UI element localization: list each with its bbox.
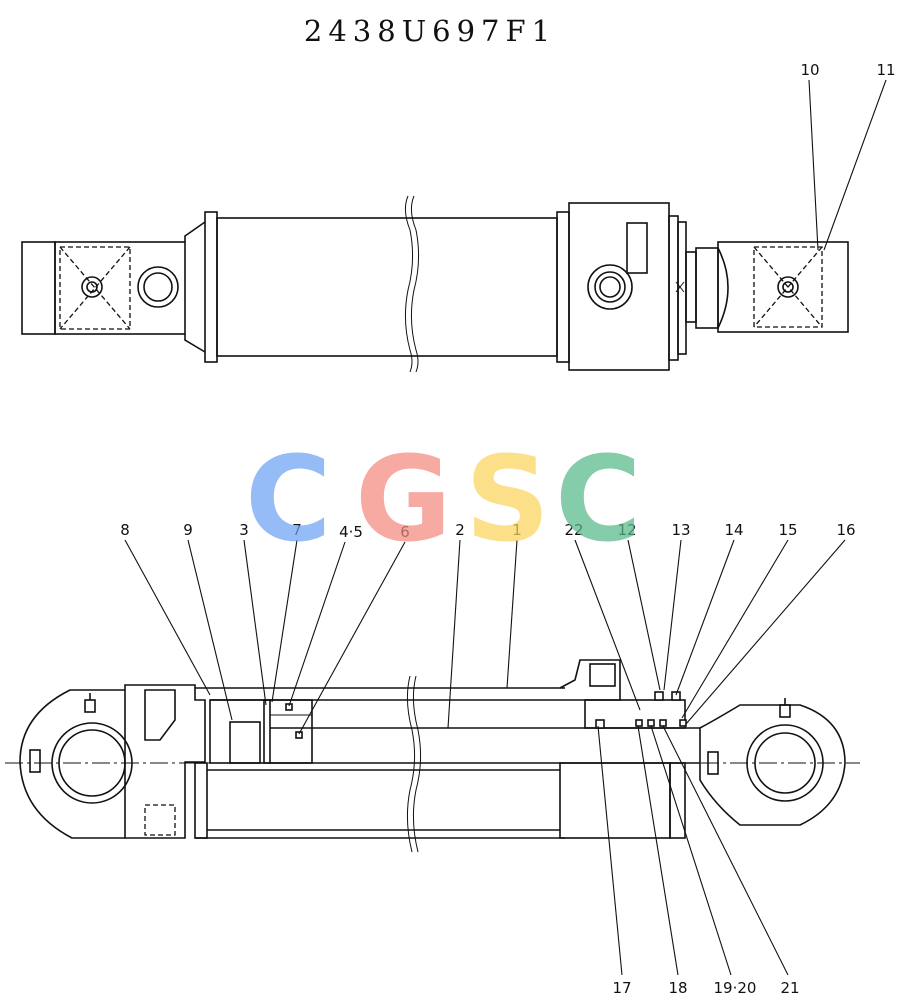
watermark-letter-s: S [465, 430, 550, 568]
callout-17: 17 [612, 979, 631, 997]
watermark-letter-g: G [355, 430, 452, 568]
callout-16: 16 [836, 521, 855, 539]
callout-2: 2 [455, 521, 465, 539]
cylinder-top-view [21, 79, 887, 373]
callout-9: 9 [183, 521, 193, 539]
callout-7: 7 [292, 521, 302, 539]
callout-6: 6 [400, 523, 410, 541]
callout-3: 3 [239, 521, 249, 539]
callout-10: 10 [800, 61, 819, 79]
callout-14: 14 [724, 521, 743, 539]
cgsc-watermark-logo: C G S C [245, 430, 642, 568]
cylinder-section-view [5, 539, 860, 976]
watermark-letter-c1: C [245, 430, 332, 568]
drawing-title: 2438U697F1 [303, 14, 557, 48]
callout-13: 13 [671, 521, 690, 539]
callout-19-20: 19·20 [714, 979, 757, 997]
callout-21: 21 [780, 979, 799, 997]
callout-11: 11 [876, 61, 895, 79]
callout-labels: 10 11 8 9 3 7 4·5 6 2 1 22 12 13 14 15 1… [120, 61, 895, 997]
callout-15: 15 [778, 521, 797, 539]
callout-8: 8 [120, 521, 130, 539]
callout-12: 12 [617, 521, 636, 539]
callout-1: 1 [512, 521, 522, 539]
watermark-letter-c2: C [555, 430, 642, 568]
callout-18: 18 [668, 979, 687, 997]
callout-4-5: 4·5 [339, 523, 363, 541]
callout-22: 22 [564, 521, 583, 539]
